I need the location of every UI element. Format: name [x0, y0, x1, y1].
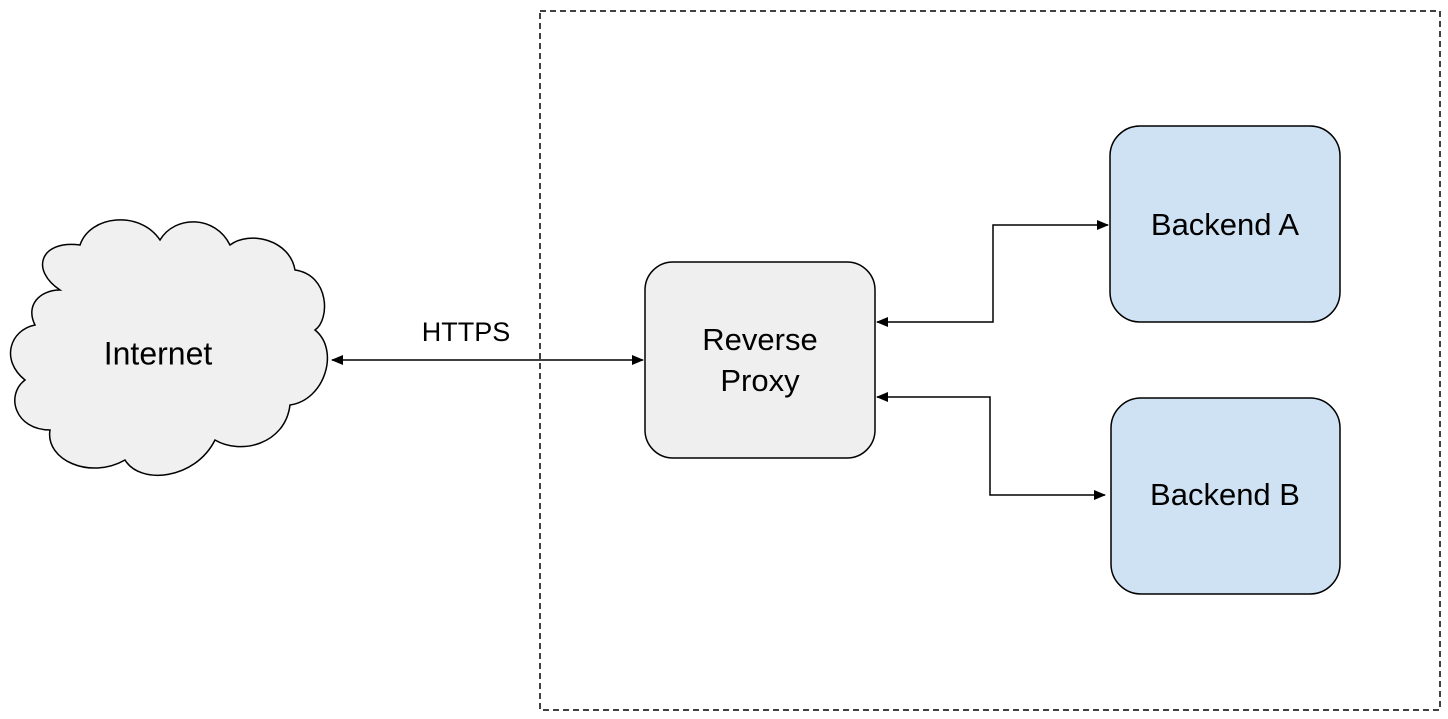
proxy-backend-b-connector: [876, 392, 1106, 500]
backend-b-node[interactable]: Backend B: [1110, 397, 1341, 595]
reverse-proxy-label-line1: Reverse: [702, 322, 817, 357]
reverse-proxy-node[interactable]: Reverse Proxy: [644, 261, 876, 459]
backend-a-label: Backend A: [1151, 207, 1300, 242]
backend-b-box: [1110, 397, 1341, 595]
internet-label: Internet: [104, 335, 213, 371]
backend-b-label: Backend B: [1150, 477, 1300, 512]
https-label: HTTPS: [422, 317, 511, 347]
backend-a-box: [1109, 125, 1341, 323]
reverse-proxy-box: [644, 261, 876, 459]
cloud-icon: [9, 219, 329, 477]
proxy-backend-a-connector: [876, 220, 1109, 327]
reverse-proxy-label-line2: Proxy: [720, 363, 800, 398]
internet-cloud[interactable]: Internet: [9, 219, 329, 477]
backend-a-node[interactable]: Backend A: [1109, 125, 1341, 323]
network-boundary: [539, 10, 1441, 711]
